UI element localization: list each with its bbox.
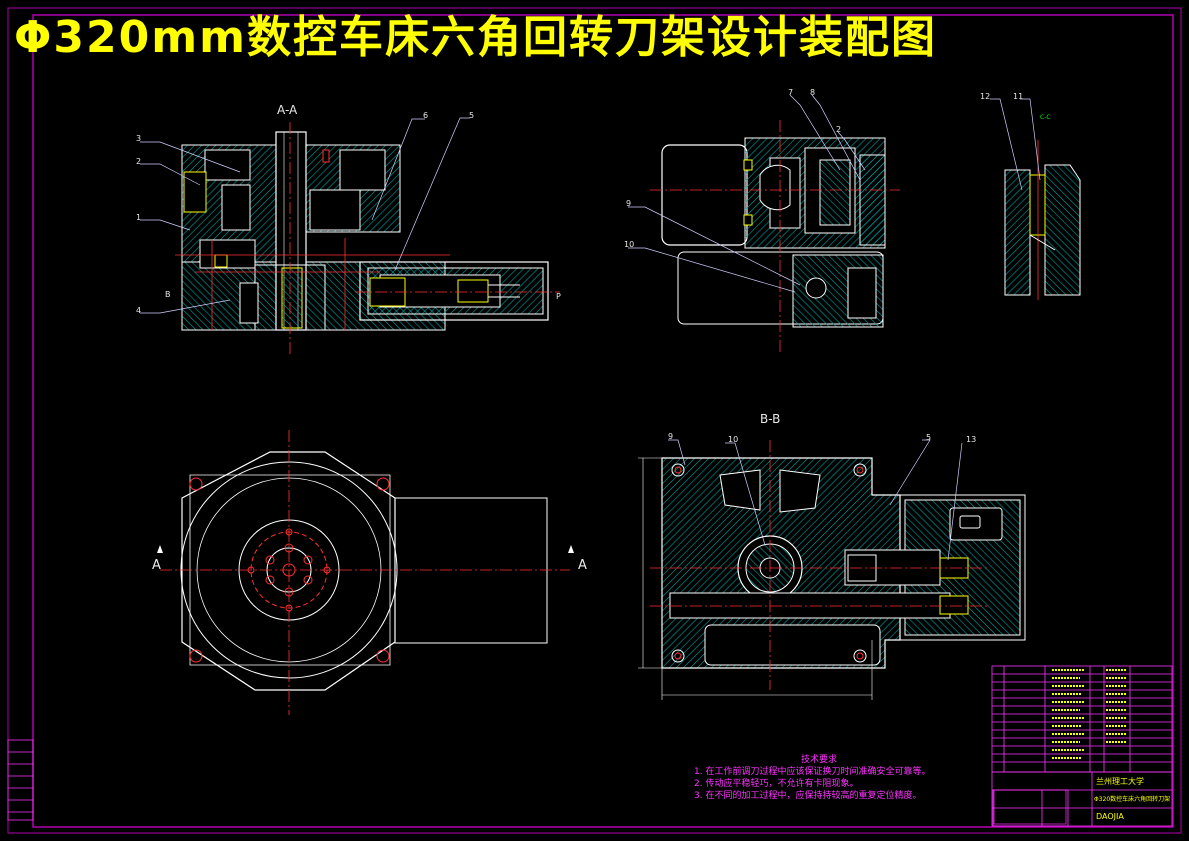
title-block-school: 兰州理工大学 [1096, 777, 1144, 786]
section-view-bb [638, 439, 1026, 700]
outer-border [7, 7, 1182, 834]
section-view-aa [140, 117, 560, 355]
section-label-bb: B-B [760, 412, 781, 426]
balloon-aa-3: 3 [136, 134, 142, 143]
technical-requirement-1: 1. 在工作前调刀过程中应该保证换刀时间准确安全可靠等。 [694, 767, 931, 777]
inner-border [32, 14, 1174, 828]
balloon-bb-13: 13 [966, 435, 977, 444]
cut-marker-right: A [578, 558, 587, 573]
balloon-aa-1: 1 [136, 213, 142, 222]
balloon-side-10: 10 [624, 240, 635, 249]
cut-marker-p: P [556, 292, 561, 301]
balloon-aa-2: 2 [136, 157, 142, 166]
balloon-aa-5: 5 [469, 111, 475, 120]
section-label-aa: A-A [277, 103, 298, 117]
balloon-detail-11: 11 [1013, 92, 1024, 101]
margin-stamp-boxes [7, 739, 34, 821]
title-block-drawing-name: Φ320数控车床六角回转刀架 [1094, 796, 1170, 803]
section-label-cc: C-C [1040, 114, 1051, 121]
cut-marker-left: A [152, 558, 161, 573]
parts-list-table [991, 665, 1173, 773]
parts-list-text-marks [1052, 669, 1126, 759]
technical-requirements-heading: 技术要求 [800, 755, 837, 765]
technical-requirement-2: 2. 传动应平稳轻巧，不允许有卡阻现象。 [694, 779, 859, 789]
balloon-aa-4: 4 [136, 306, 142, 315]
technical-requirements: 技术要求 1. 在工作前调刀过程中应该保证换刀时间准确安全可靠等。 2. 传动应… [694, 754, 984, 802]
detail-view-cc [990, 98, 1081, 300]
balloon-side-7: 7 [788, 88, 794, 97]
balloon-bb-9: 9 [668, 432, 674, 441]
balloon-side-8: 8 [810, 88, 816, 97]
balloon-side-9: 9 [626, 199, 632, 208]
drawing-title: Φ320mm数控车床六角回转刀架设计装配图 [14, 12, 937, 63]
revision-block [993, 789, 1067, 825]
balloon-bb-5: 5 [926, 433, 932, 442]
balloon-detail-12: 12 [980, 92, 991, 101]
title-block-drawing-no: DAOJIA [1096, 812, 1124, 821]
cut-marker-b: B [165, 290, 171, 299]
side-view [628, 94, 900, 355]
balloon-bb-10: 10 [728, 435, 739, 444]
technical-requirement-3: 3. 在不同的加工过程中，应保持持较高的重复定位精度。 [694, 791, 922, 801]
balloon-aa-6: 6 [423, 111, 429, 120]
balloon-side-2: 2 [836, 125, 842, 134]
top-view [157, 430, 574, 715]
